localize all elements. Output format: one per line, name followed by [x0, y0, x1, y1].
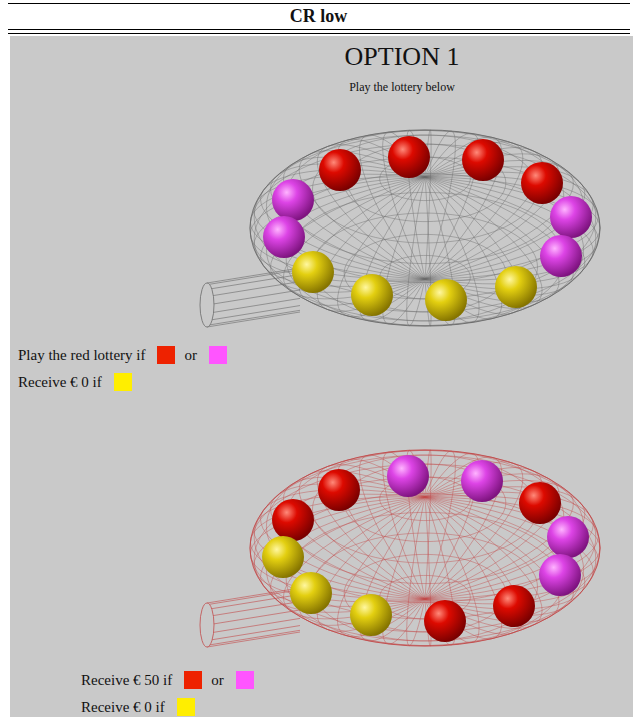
- lottery-ball: [462, 139, 504, 181]
- lottery-ball: [387, 455, 429, 497]
- lottery-ball: [351, 274, 393, 316]
- lottery-ball: [521, 162, 563, 204]
- lottery-ball: [519, 482, 561, 524]
- lottery-ball: [540, 235, 582, 277]
- lottery-ball: [350, 594, 392, 636]
- rule-text: Receive € 0 if: [18, 372, 102, 392]
- urn-handle: [200, 588, 300, 647]
- urn-wireframe: [250, 450, 600, 646]
- lottery-ball: [292, 251, 334, 293]
- lottery-ball: [290, 572, 332, 614]
- rule-text: or: [184, 345, 197, 365]
- color-swatch: [209, 346, 227, 364]
- lottery-ball: [550, 196, 592, 238]
- lottery-ball: [495, 266, 537, 308]
- urn-handle: [200, 268, 300, 327]
- lottery-ball: [263, 216, 305, 258]
- table-rule: [8, 3, 630, 4]
- lottery-ball: [493, 585, 535, 627]
- color-swatch: [236, 671, 254, 689]
- lottery-ball: [388, 136, 430, 178]
- option-heading: OPTION 1: [167, 42, 637, 72]
- color-swatch: [157, 346, 175, 364]
- rule-text: Play the red lottery if: [18, 345, 145, 365]
- instruction-text: Play the lottery below: [167, 79, 637, 95]
- lottery-ball: [272, 179, 314, 221]
- screen-panel: [10, 36, 633, 717]
- urn-grey: [200, 130, 600, 327]
- lottery-ball: [425, 279, 467, 321]
- payoff-rule: Receive € 0 if: [81, 697, 195, 717]
- ball-group: [262, 455, 589, 642]
- table-rule: [8, 29, 630, 30]
- ball-group: [263, 136, 592, 321]
- payoff-rule: Receive € 50 if or: [81, 670, 254, 690]
- table-rule: [8, 33, 630, 34]
- color-swatch: [184, 671, 202, 689]
- urn-red: [200, 450, 600, 647]
- payoff-rule: Receive € 0 if: [18, 372, 132, 392]
- rule-text: Receive € 0 if: [81, 697, 165, 717]
- rule-text: Receive € 50 if: [81, 670, 172, 690]
- lottery-ball: [272, 499, 314, 541]
- urn-wireframe: [250, 130, 600, 326]
- color-swatch: [177, 698, 195, 716]
- lottery-ball: [262, 536, 304, 578]
- lottery-ball: [547, 516, 589, 558]
- lottery-ball: [539, 554, 581, 596]
- table-header: CR low: [0, 5, 637, 27]
- color-swatch: [114, 373, 132, 391]
- lottery-ball: [461, 460, 503, 502]
- rule-text: or: [211, 670, 224, 690]
- lottery-ball: [319, 149, 361, 191]
- lottery-ball: [318, 469, 360, 511]
- lottery-ball: [424, 600, 466, 642]
- payoff-rule: Play the red lottery if or: [18, 345, 227, 365]
